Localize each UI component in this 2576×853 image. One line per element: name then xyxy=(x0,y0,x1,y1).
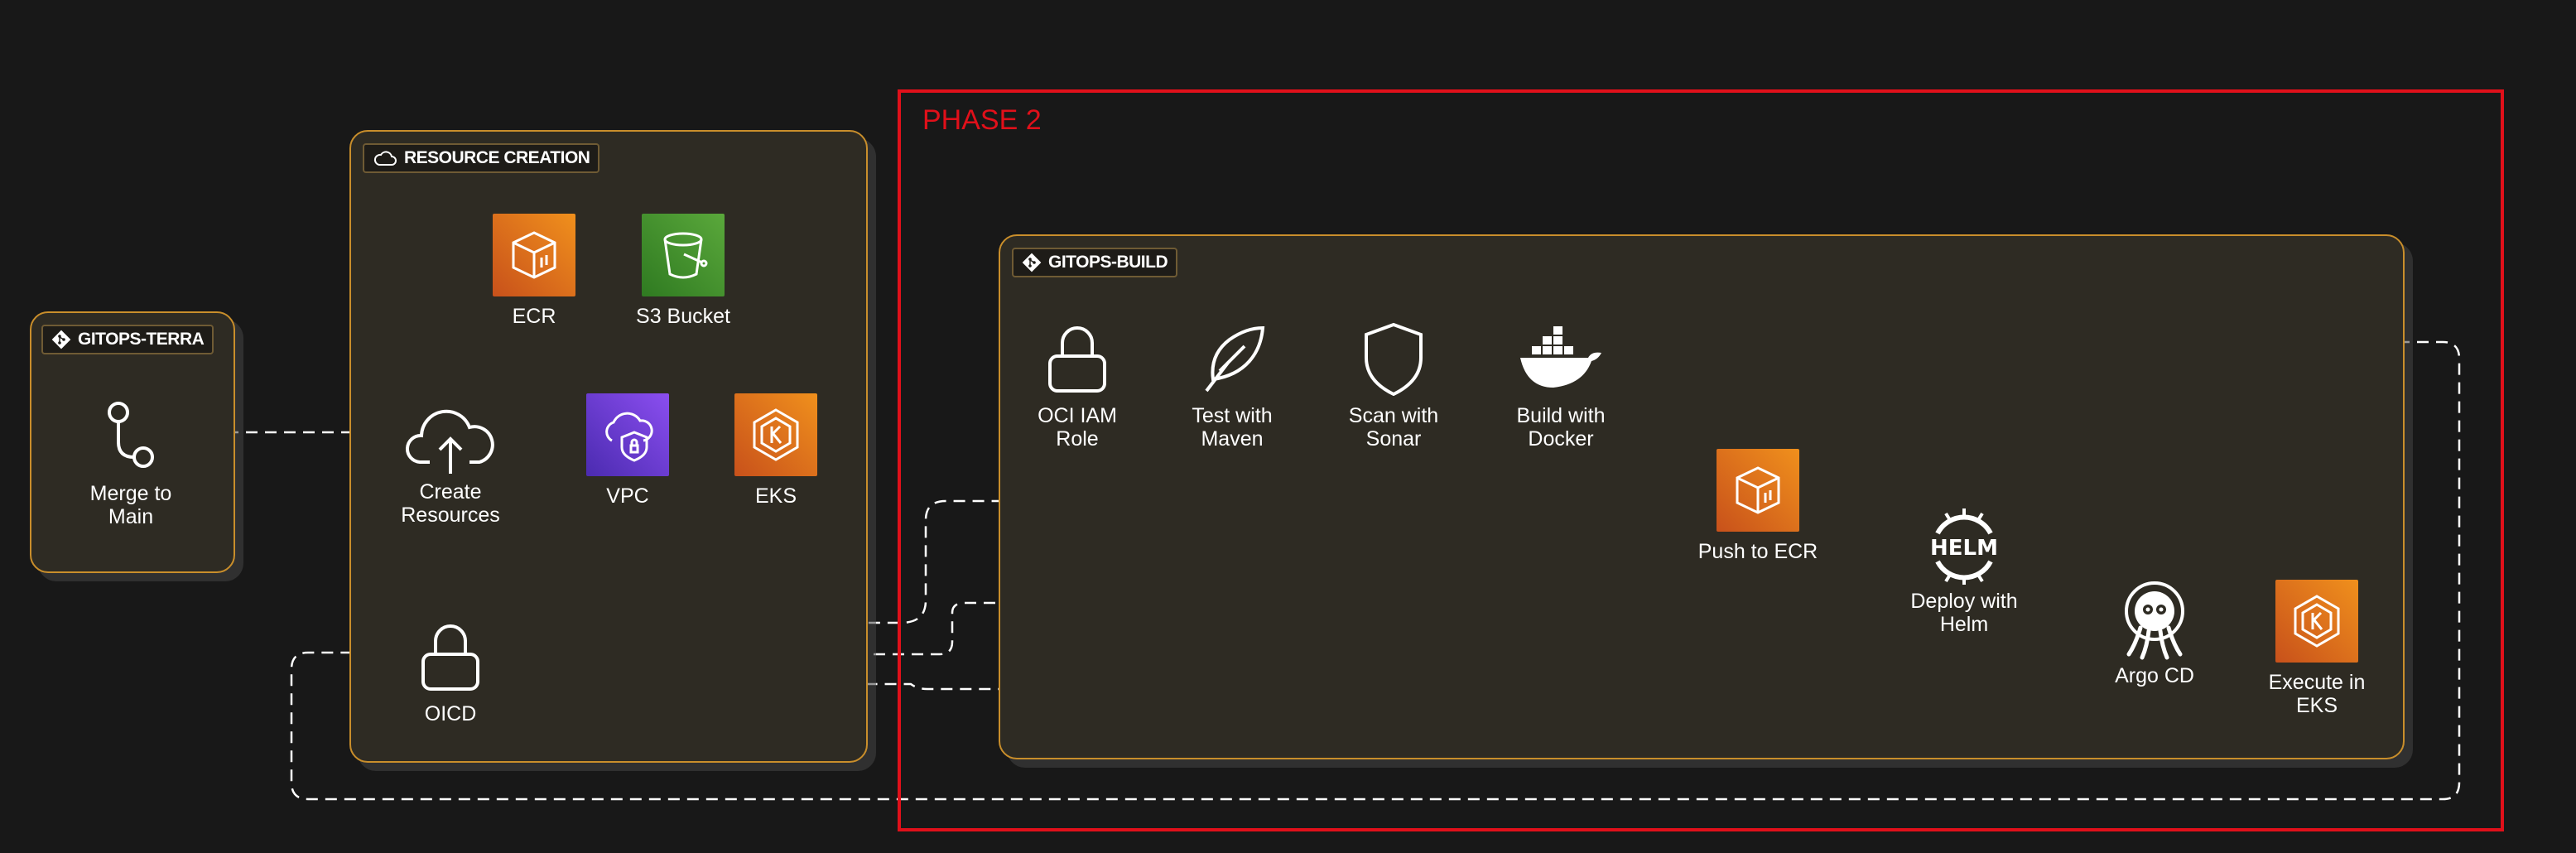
node-s3-bucket[interactable]: S3 Bucket xyxy=(600,214,766,328)
lock-icon xyxy=(421,624,479,691)
node-execute-in-eks[interactable]: Execute in EKS xyxy=(2234,580,2400,717)
node-label: Execute in EKS xyxy=(2268,671,2366,717)
lock-icon xyxy=(1048,326,1106,393)
node-create-resources[interactable]: Create Resources xyxy=(368,398,533,527)
group-gitops-terra: GITOPS-TERRA xyxy=(30,311,235,573)
node-push-to-ecr[interactable]: Push to ECR xyxy=(1675,449,1841,563)
node-test-with-maven[interactable]: Test with Maven xyxy=(1149,321,1315,451)
s3-bucket-icon xyxy=(642,214,725,296)
node-label: Merge to Main xyxy=(89,482,172,528)
cloud-icon xyxy=(373,151,397,166)
argo-icon xyxy=(2125,581,2184,660)
node-label: Create Resources xyxy=(401,480,500,527)
node-eks[interactable]: EKS xyxy=(693,393,859,508)
node-label: S3 Bucket xyxy=(636,305,730,328)
phase-2-frame: PHASE 2 xyxy=(898,89,2504,831)
node-scan-with-sonar[interactable]: Scan with Sonar xyxy=(1311,321,1476,451)
group-gitops-build: GITOPS-BUILD xyxy=(999,234,2405,759)
node-merge-to-main[interactable]: Merge to Main xyxy=(48,399,214,528)
node-label: OCI IAM Role xyxy=(1038,404,1117,451)
phase-label: PHASE 2 xyxy=(922,104,1042,136)
node-label: Deploy with Helm xyxy=(1910,590,2018,636)
node-label: ECR xyxy=(512,305,556,328)
eks-icon xyxy=(2275,580,2358,663)
group-tag-gitops-terra: GITOPS-TERRA xyxy=(41,325,214,354)
node-label: Test with Maven xyxy=(1192,404,1273,451)
ecr-icon xyxy=(493,214,575,296)
git-branch-icon xyxy=(108,402,154,468)
feather-icon xyxy=(1205,325,1265,393)
node-oicd[interactable]: OICD xyxy=(368,619,533,725)
git-icon xyxy=(1022,253,1042,272)
node-label: OICD xyxy=(424,702,477,725)
node-ecr[interactable]: ECR xyxy=(451,214,617,328)
ecr-icon xyxy=(1717,449,1799,532)
group-title-gitops-build: GITOPS-BUILD xyxy=(1048,253,1168,272)
node-oci-iam-role[interactable]: OCI IAM Role xyxy=(994,321,1160,451)
group-tag-resource-creation: RESOURCE CREATION xyxy=(363,143,600,173)
vpc-icon xyxy=(586,393,669,476)
node-deploy-with-helm[interactable]: HELM Deploy with Helm xyxy=(1881,505,2047,636)
node-vpc[interactable]: VPC xyxy=(545,393,710,508)
node-build-with-docker[interactable]: Build with Docker xyxy=(1478,321,1644,451)
group-tag-gitops-build: GITOPS-BUILD xyxy=(1012,248,1178,277)
group-title-gitops-terra: GITOPS-TERRA xyxy=(78,330,205,349)
helm-icon: HELM xyxy=(1930,508,1998,585)
node-label: Argo CD xyxy=(2115,664,2194,687)
eks-icon xyxy=(734,393,817,476)
group-title-resource-creation: RESOURCE CREATION xyxy=(404,148,590,167)
helm-logo-text: HELM xyxy=(1930,536,1998,561)
node-label: Build with Docker xyxy=(1516,404,1606,451)
cloud-upload-icon xyxy=(406,409,494,474)
node-label: VPC xyxy=(606,484,649,508)
git-icon xyxy=(51,330,71,349)
node-label: Push to ECR xyxy=(1697,540,1818,563)
node-label: Scan with Sonar xyxy=(1348,404,1439,451)
docker-icon xyxy=(1520,326,1601,388)
node-argo-cd[interactable]: Argo CD xyxy=(2072,578,2237,687)
node-label: EKS xyxy=(754,484,797,508)
shield-icon xyxy=(1365,322,1423,396)
